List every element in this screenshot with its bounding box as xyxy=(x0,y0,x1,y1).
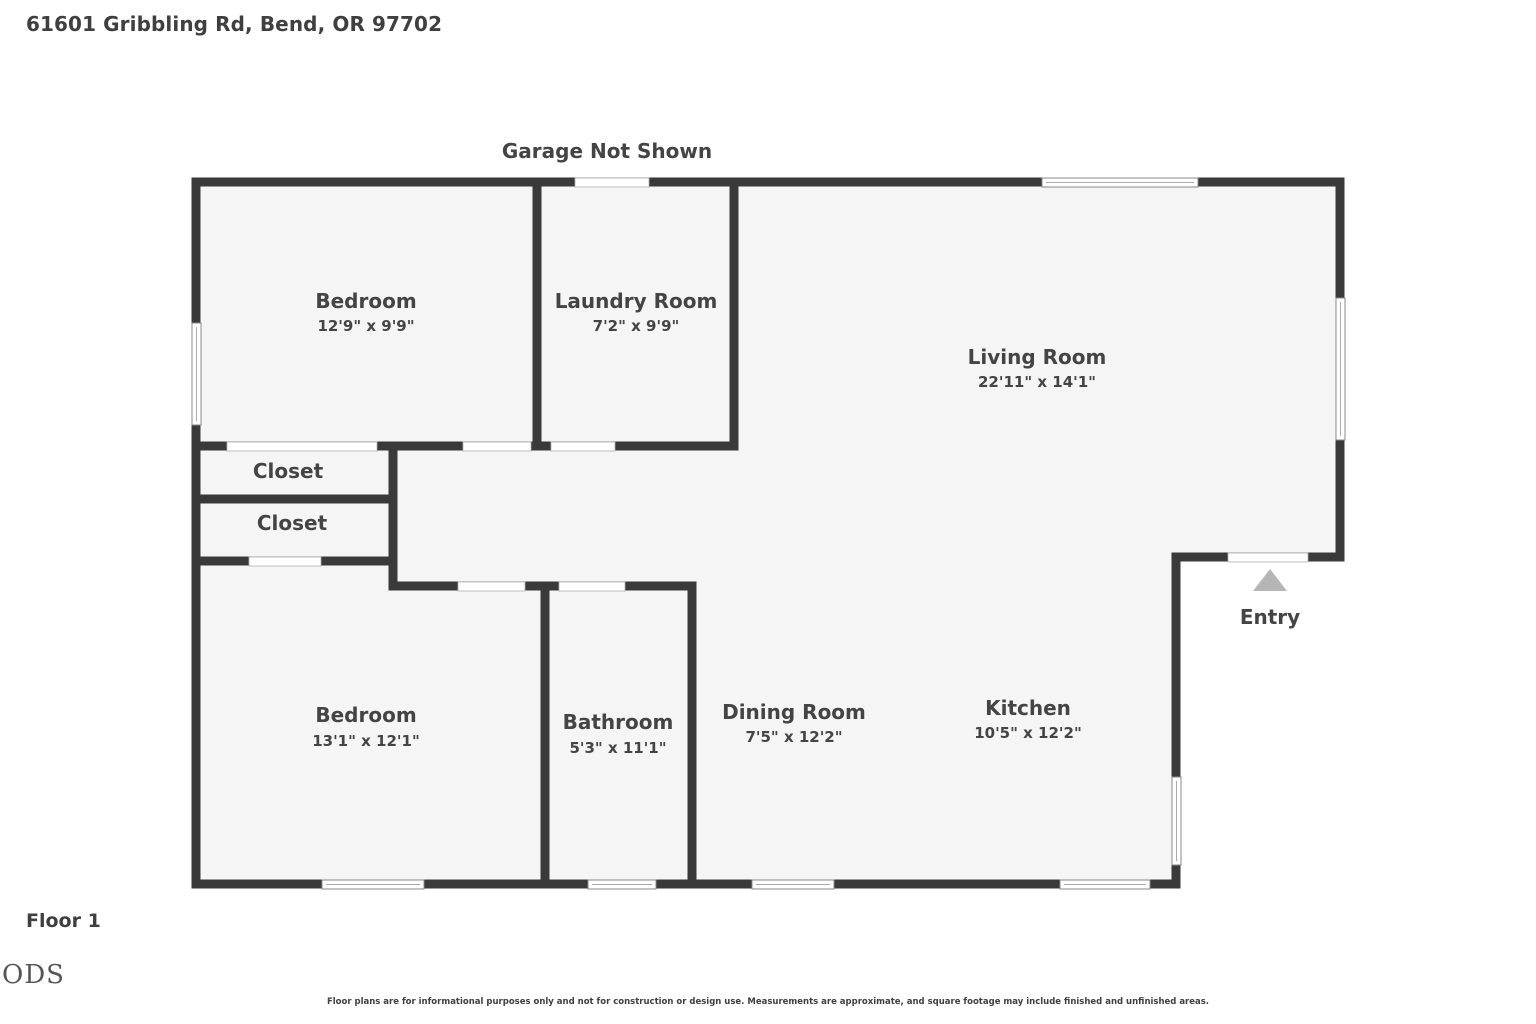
room-dimensions: 13'1" x 12'1" xyxy=(312,732,420,750)
room-name: Bedroom xyxy=(315,703,416,727)
disclaimer-text: Floor plans are for informational purpos… xyxy=(326,997,1210,1007)
room-label-closet-1: Closet xyxy=(253,459,324,483)
room-dimensions: 7'5" x 12'2" xyxy=(745,728,842,746)
door-opening xyxy=(462,441,532,452)
entry-arrow-icon xyxy=(1253,569,1287,591)
door-opening xyxy=(248,556,322,567)
floor-area xyxy=(192,182,1342,886)
room-name: Bedroom xyxy=(315,289,416,313)
room-name: Closet xyxy=(257,511,328,535)
room-dimensions: 22'11" x 14'1" xyxy=(978,373,1096,391)
room-dimensions: 10'5" x 12'2" xyxy=(974,724,1082,742)
floor-label: Floor 1 xyxy=(26,910,101,932)
company-logo: ODS xyxy=(2,960,65,990)
room-label-laundry-room: Laundry Room 7'2" x 9'9" xyxy=(555,289,718,335)
exterior-wall xyxy=(191,177,1345,889)
door-opening xyxy=(574,177,650,188)
room-name: Dining Room xyxy=(722,700,866,724)
room-name: Closet xyxy=(253,459,324,483)
door-opening xyxy=(558,581,626,592)
room-dimensions: 5'3" x 11'1" xyxy=(569,739,666,757)
windows xyxy=(191,177,1346,890)
room-name: Bathroom xyxy=(563,710,674,734)
room-name: Living Room xyxy=(968,345,1107,369)
room-label-closet-2: Closet xyxy=(257,511,328,535)
room-name: Laundry Room xyxy=(555,289,718,313)
walls xyxy=(191,177,1345,889)
room-label-kitchen: Kitchen 10'5" x 12'2" xyxy=(974,696,1082,742)
room-label-bedroom-2: Bedroom 13'1" x 12'1" xyxy=(312,703,420,750)
doorways xyxy=(226,177,1309,592)
entry-door-opening xyxy=(1227,552,1309,563)
room-name: Kitchen xyxy=(985,696,1071,720)
entry-label: Entry xyxy=(1240,605,1300,629)
room-label-dining-room: Dining Room 7'5" x 12'2" xyxy=(722,700,866,746)
room-label-bathroom: Bathroom 5'3" x 11'1" xyxy=(563,710,674,757)
room-dimensions: 7'2" x 9'9" xyxy=(593,317,680,335)
garage-note: Garage Not Shown xyxy=(502,139,712,163)
property-address: 61601 Gribbling Rd, Bend, OR 97702 xyxy=(26,12,443,36)
door-opening xyxy=(550,441,616,452)
room-label-bedroom-1: Bedroom 12'9" x 9'9" xyxy=(315,289,416,335)
door-opening xyxy=(457,581,526,592)
room-dimensions: 12'9" x 9'9" xyxy=(317,317,414,335)
room-label-living-room: Living Room 22'11" x 14'1" xyxy=(968,345,1107,391)
door-opening xyxy=(226,441,378,452)
